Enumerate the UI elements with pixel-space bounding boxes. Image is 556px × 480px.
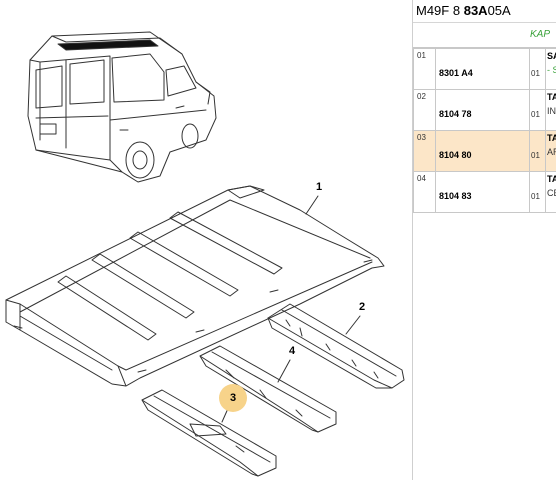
row-index: 04 [413,171,436,213]
part-quantity-text: 01 [531,69,540,78]
description-line-1: TA [547,133,556,143]
description-line-2: CE [547,188,556,198]
exploded-parts-diagram: 1 2 3 4 [5,31,405,477]
part-reference-text: 8301 A4 [439,68,473,78]
part-description: TA INT [545,89,556,131]
code-mid: 8 [452,3,461,18]
part-quantity-text: 01 [531,151,540,160]
callout-4[interactable]: 4 [285,344,299,358]
callout-1-label: 1 [315,181,323,193]
roof-panel [5,185,385,387]
diagram-code-bar: M49F 8 83A05A [413,0,556,23]
rear-bow-part-2 [267,303,405,389]
row-index: 01 [413,48,436,90]
roof-diagram-svg [5,31,405,477]
part-description: TA AR [545,130,556,172]
callout-2-label: 2 [358,301,366,313]
section-label: KAP [413,23,556,48]
callout-3-label: 3 [229,392,237,404]
description-line-2: - S [547,65,556,75]
code-prefix: M49F [416,3,450,18]
row-index: 03 [413,130,436,172]
callout-4-label: 4 [288,345,296,357]
part-reference-text: 8104 83 [439,191,472,201]
description-line-1: TA [547,92,556,102]
part-reference[interactable]: 8104 80 [435,130,530,172]
part-description: TA CE [545,171,556,213]
description-line-1: SA [547,51,556,61]
callout-2[interactable]: 2 [355,300,369,314]
part-quantity: 01 [529,130,546,172]
part-quantity: 01 [529,171,546,213]
description-line-2: INT [547,106,556,116]
part-reference[interactable]: 8301 A4 [435,48,530,90]
part-quantity-text: 01 [531,110,540,119]
callout-3[interactable]: 3 [219,384,247,412]
van-illustration [27,31,217,183]
part-quantity-text: 01 [531,192,540,201]
part-reference[interactable]: 8104 78 [435,89,530,131]
description-line-2: AR [547,147,556,157]
row-index: 02 [413,89,436,131]
part-reference-text: 8104 80 [439,150,472,160]
part-quantity: 01 [529,48,546,90]
part-reference[interactable]: 8104 83 [435,171,530,213]
code-bold: 83A [463,3,488,18]
part-quantity: 01 [529,89,546,131]
callout-1[interactable]: 1 [312,180,326,194]
middle-bow-part-4 [199,345,337,433]
description-line-1: TA [547,174,556,184]
front-bow-part-3 [141,389,277,477]
part-description: SA - S [545,48,556,90]
part-reference-text: 8104 78 [439,109,472,119]
code-suffix: 05A [487,3,511,18]
